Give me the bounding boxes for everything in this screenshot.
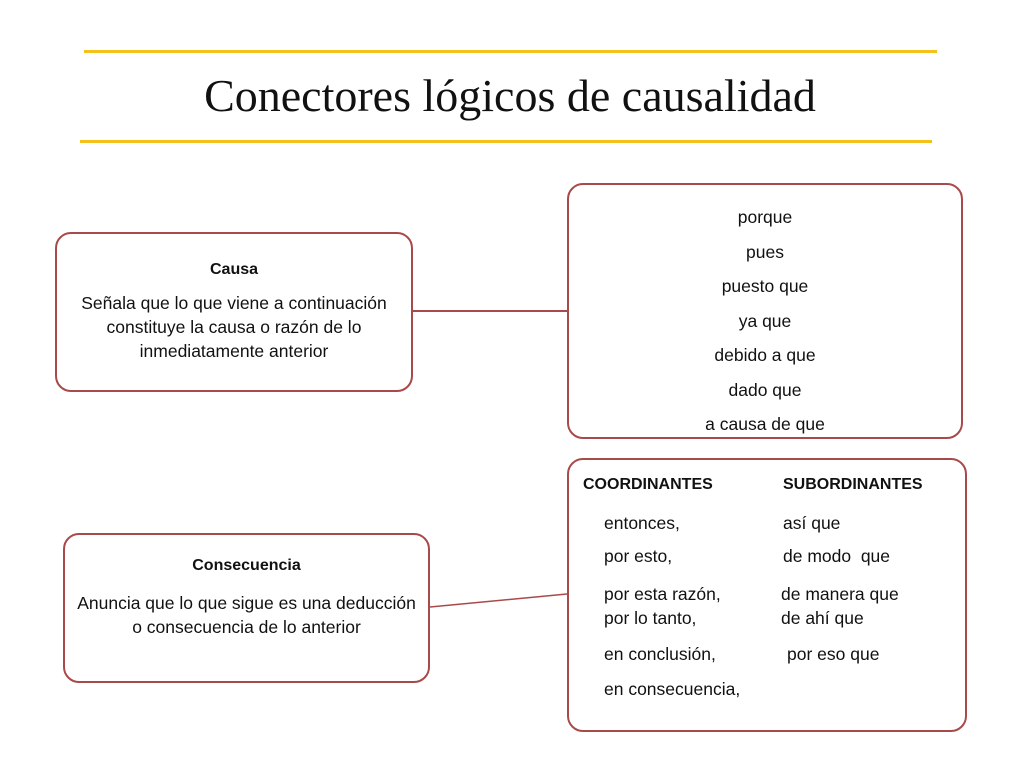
subordinantes-heading: SUBORDINANTES bbox=[783, 476, 923, 493]
consecuencia-box: Consecuencia Anuncia que lo que sigue es… bbox=[63, 533, 430, 683]
subordinante-item: de modo que bbox=[783, 546, 891, 566]
coordinante-item: por lo tanto, bbox=[604, 608, 697, 628]
subordinante-item: así que bbox=[783, 513, 841, 533]
causa-box: Causa Señala que lo que viene a continua… bbox=[55, 232, 413, 392]
coordinante-item: por esta razón, bbox=[604, 584, 721, 604]
causa-connectors-box: porque pues puesto que ya que debido a q… bbox=[567, 183, 963, 439]
consecuencia-heading: Consecuencia bbox=[192, 557, 301, 574]
coordinantes-heading: COORDINANTES bbox=[583, 476, 713, 493]
causa-connector-item: pues bbox=[746, 241, 784, 262]
causa-heading: Causa bbox=[209, 261, 259, 278]
coordinante-item: por esto, bbox=[604, 546, 673, 566]
title-bottom-rule bbox=[80, 140, 932, 143]
page-title: Conectores lógicos de causalidad bbox=[204, 70, 816, 121]
consecuencia-description: Anuncia que lo que sigue es una deducció… bbox=[77, 593, 416, 637]
causa-connector-item: porque bbox=[737, 207, 793, 227]
causa-connector-item: puesto que bbox=[721, 276, 809, 296]
coordinante-item: entonces, bbox=[604, 513, 680, 533]
causa-connector-item: a causa de que bbox=[705, 414, 825, 434]
causa-connector-item: dado que bbox=[728, 379, 802, 400]
causa-connectors-list: porque pues puesto que ya que debido a q… bbox=[569, 200, 961, 442]
causa-connector-item: debido a que bbox=[714, 345, 816, 365]
title-top-rule bbox=[84, 50, 937, 53]
consecuencia-connectors-box: COORDINANTES SUBORDINANTES entonces, por… bbox=[567, 458, 967, 732]
causa-description: Señala que lo que viene a continuación c… bbox=[81, 293, 387, 361]
coordinante-item: en consecuencia, bbox=[604, 679, 741, 699]
coordinante-item: en conclusión, bbox=[604, 644, 716, 664]
consecuencia-connector-line bbox=[429, 593, 568, 608]
subordinante-item: de ahí que bbox=[781, 608, 864, 628]
causa-connector-item: ya que bbox=[738, 310, 792, 331]
subordinante-item: de manera que bbox=[781, 584, 899, 604]
subordinante-item: por eso que bbox=[787, 644, 880, 664]
